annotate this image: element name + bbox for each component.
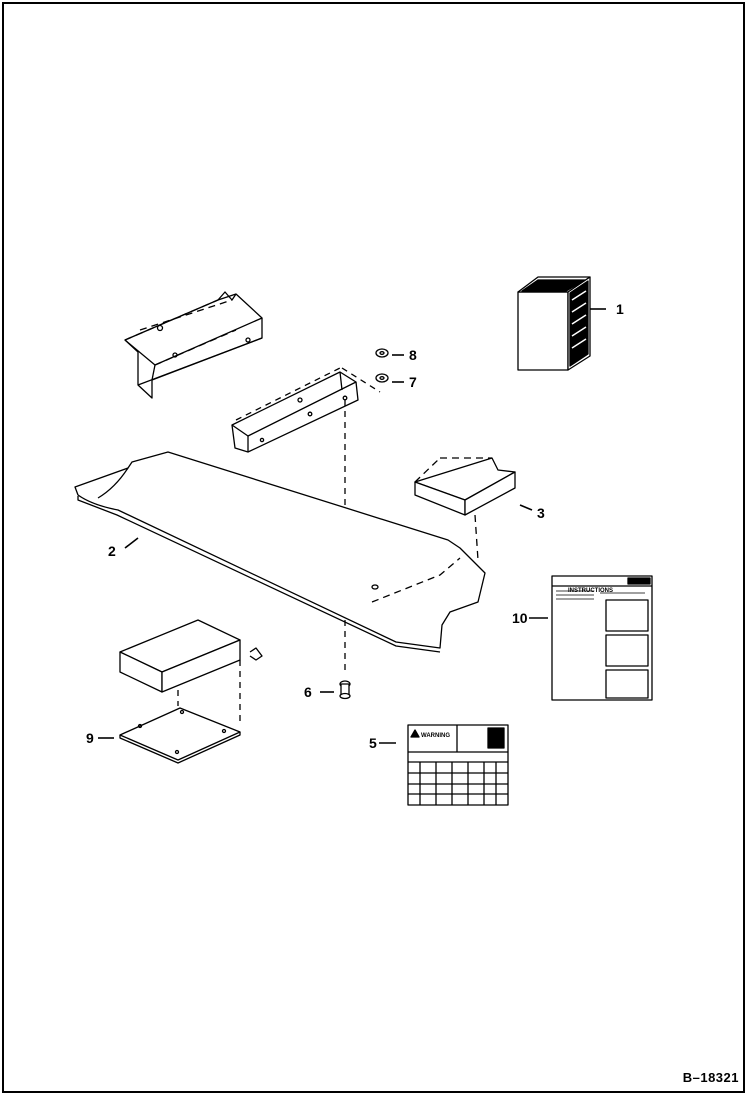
- part-1-block: [517, 276, 591, 371]
- callout-1: 1: [616, 301, 624, 317]
- callout-8: 8: [409, 347, 417, 363]
- callout-7: 7: [409, 374, 417, 390]
- floor-panel-hidden-lines: [371, 514, 479, 603]
- channel-bracket: [231, 371, 359, 453]
- callout-6: 6: [304, 684, 312, 700]
- callout-3: 3: [537, 505, 545, 521]
- leader-lines: [98, 308, 606, 744]
- part-3-hidden-lines: [414, 457, 492, 483]
- part-7-washer: [375, 373, 389, 383]
- instructions-decal-heading: INSTRUCTIONS: [568, 588, 613, 594]
- part-3-pad: [414, 457, 516, 516]
- figure-id: B–18321: [682, 1070, 739, 1085]
- part-10-instructions-decal: [551, 575, 653, 701]
- callout-2: 2: [108, 543, 116, 559]
- rear-bracket-hidden-lines: [124, 299, 237, 366]
- part-9-plate: [119, 707, 241, 764]
- part-6-bolt: [339, 680, 351, 700]
- callout-10: 10: [512, 610, 528, 626]
- storage-box: [119, 619, 263, 693]
- part-8-washer: [375, 348, 389, 358]
- warning-decal-heading: WARNING: [421, 733, 450, 739]
- storage-box-hidden-lines: [177, 660, 241, 725]
- part-5-warning-decal: [407, 724, 509, 806]
- rear-bracket: [124, 291, 263, 399]
- part-2-floor-panel: [74, 451, 486, 653]
- callout-5: 5: [369, 735, 377, 751]
- callout-9: 9: [86, 730, 94, 746]
